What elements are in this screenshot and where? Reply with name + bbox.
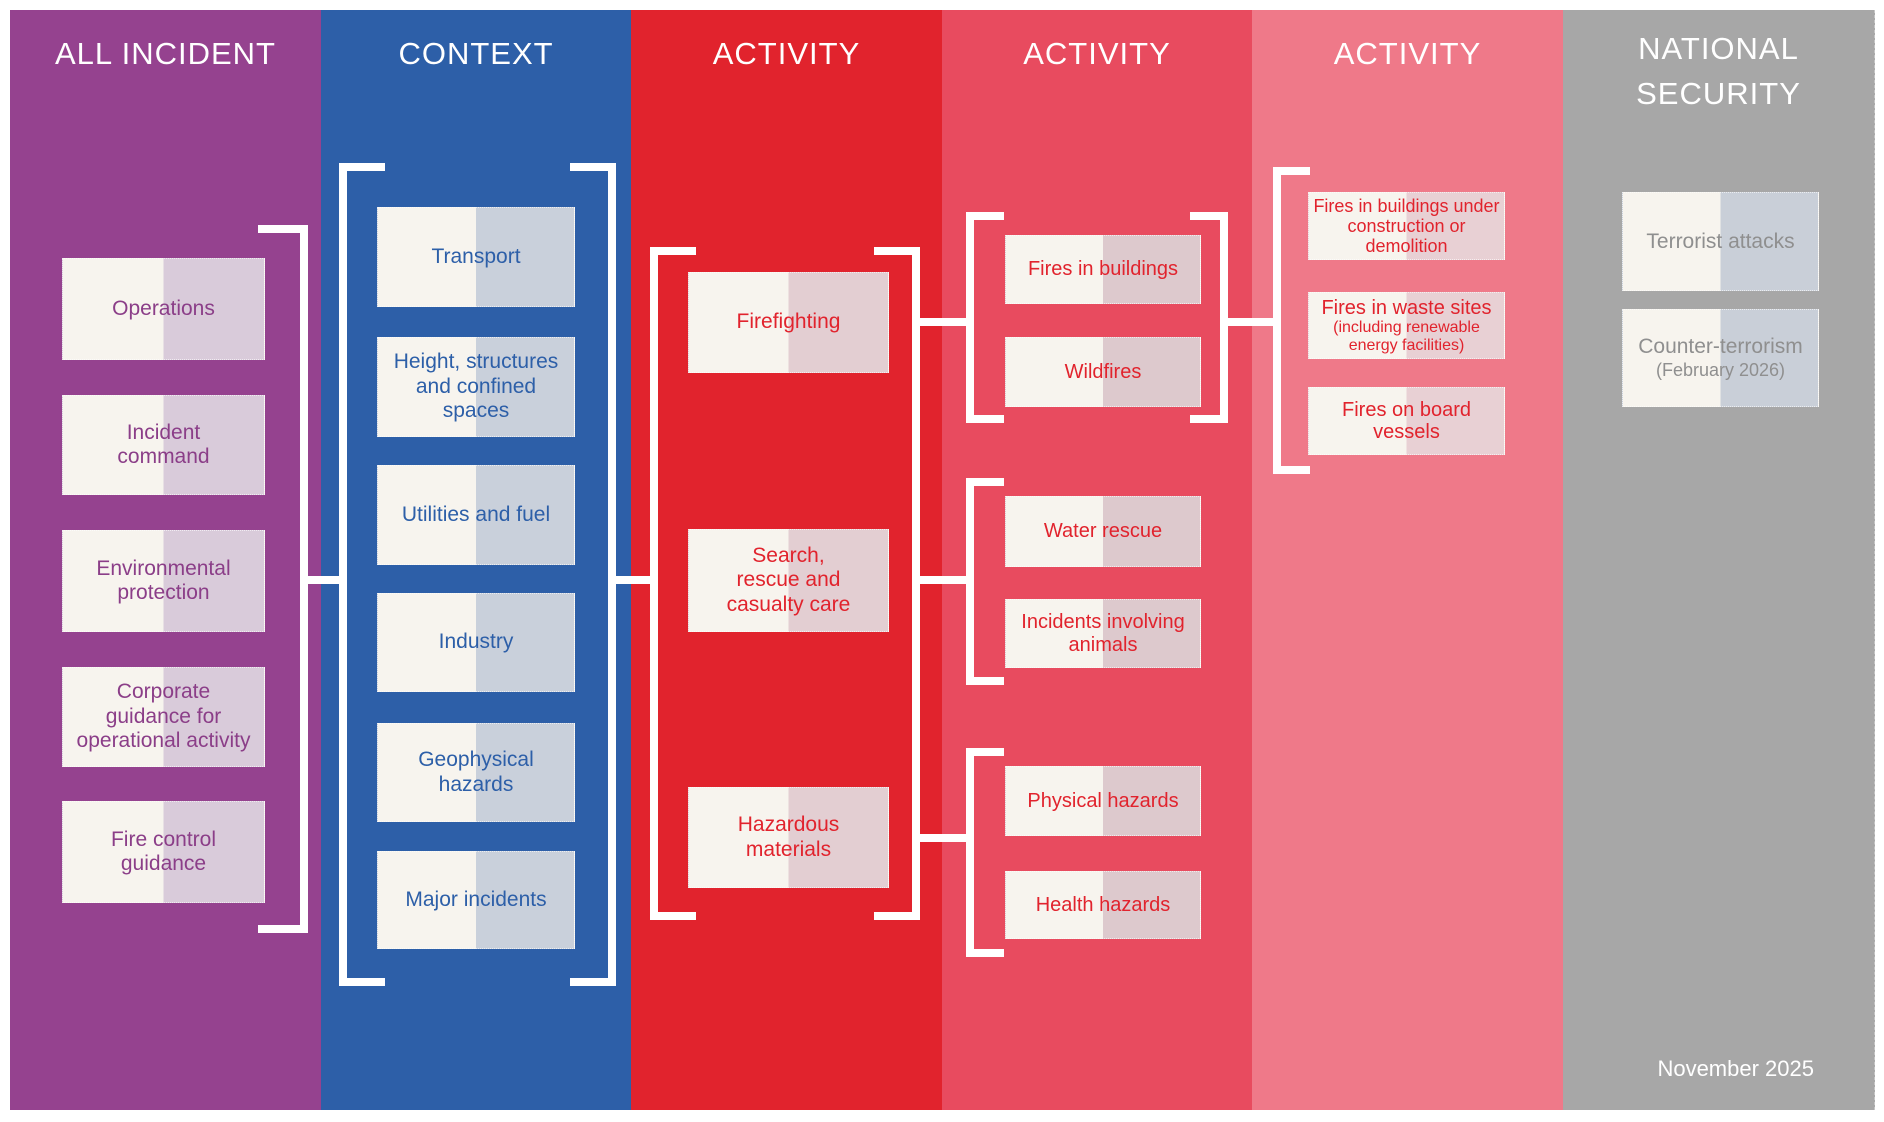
box-label: Geophysical hazards bbox=[418, 748, 534, 796]
box-search-rescue-casualty-care: Search, rescue and casualty care bbox=[688, 529, 889, 632]
box-label: Industry bbox=[438, 630, 514, 654]
box-wildfires: Wildfires bbox=[1005, 337, 1201, 407]
box-major-incidents: Major incidents bbox=[377, 851, 575, 949]
column-header-activity-detail: ACTIVITY bbox=[1333, 36, 1482, 71]
box-label: Hazardous materials bbox=[737, 813, 840, 861]
box-label: Fires on board vessels bbox=[1342, 399, 1471, 443]
box-counter-terrorism: Counter-terrorism (February 2026) bbox=[1622, 309, 1819, 407]
box-label: Incident command bbox=[117, 420, 210, 469]
box-health-hazards: Health hazards bbox=[1005, 871, 1201, 939]
box-label: Corporate guidance for operational activ… bbox=[76, 680, 251, 753]
box-label: Water rescue bbox=[1043, 520, 1163, 542]
box-hazardous-materials: Hazardous materials bbox=[688, 787, 889, 888]
box-label: Operations bbox=[112, 296, 215, 320]
bracket-fires-group-left bbox=[966, 212, 1004, 423]
box-label: Major incidents bbox=[405, 887, 547, 911]
box-incidents-involving-animals: Incidents involving animals bbox=[1005, 599, 1201, 668]
column-national-security: NATIONAL SECURITY bbox=[1563, 10, 1875, 1110]
box-label: Terrorist attacks bbox=[1646, 229, 1795, 253]
box-label: Fires in buildings under construction or… bbox=[1313, 196, 1500, 256]
box-label: Fires in buildings bbox=[1027, 258, 1179, 280]
box-operations: Operations bbox=[62, 258, 265, 360]
connector-context-activity bbox=[608, 576, 658, 584]
publication-date: November 2025 bbox=[1657, 1056, 1814, 1081]
box-label: Counter-terrorism bbox=[1638, 335, 1803, 358]
box-firefighting: Firefighting bbox=[688, 272, 889, 373]
box-label: Physical hazards bbox=[1027, 789, 1179, 812]
connector-firefighting-fires bbox=[912, 318, 974, 326]
box-label: Firefighting bbox=[736, 310, 841, 334]
bracket-context-right bbox=[570, 163, 616, 986]
box-label: Incidents involving animals bbox=[1021, 610, 1185, 656]
box-physical-hazards: Physical hazards bbox=[1005, 766, 1201, 836]
column-header-national-security: NATIONAL SECURITY bbox=[1636, 31, 1801, 111]
column-header-context: CONTEXT bbox=[398, 36, 554, 71]
connector-fires-detail bbox=[1220, 318, 1281, 326]
bracket-fires-group-right bbox=[1190, 212, 1228, 423]
box-sublabel: (including renewable energy facilities) bbox=[1333, 318, 1480, 354]
connector-all-incident-context bbox=[300, 576, 347, 584]
box-environmental-protection: Environmental protection bbox=[62, 530, 265, 632]
box-water-rescue: Water rescue bbox=[1005, 496, 1201, 567]
box-fires-in-waste-sites: Fires in waste sites (including renewabl… bbox=[1308, 292, 1505, 359]
box-incident-command: Incident command bbox=[62, 395, 265, 495]
box-fire-control-guidance: Fire control guidance bbox=[62, 801, 265, 903]
column-header-activity-sub: ACTIVITY bbox=[1023, 36, 1171, 71]
column-header-activity-core: ACTIVITY bbox=[712, 36, 861, 71]
box-fires-on-board-vessels: Fires on board vessels bbox=[1308, 387, 1505, 455]
box-fires-buildings-construction-demolition: Fires in buildings under construction or… bbox=[1308, 192, 1505, 260]
connector-hazmat-hazards bbox=[912, 834, 974, 842]
box-label: Environmental protection bbox=[96, 556, 231, 605]
box-label: Health hazards bbox=[1035, 893, 1171, 916]
box-label: Search, rescue and casualty care bbox=[726, 543, 851, 616]
box-label: Fire control guidance bbox=[110, 827, 217, 876]
box-utilities-and-fuel: Utilities and fuel bbox=[377, 465, 575, 565]
box-corporate-guidance: Corporate guidance for operational activ… bbox=[62, 667, 265, 767]
box-height-structures-confined-spaces: Height, structures and confined spaces bbox=[377, 337, 575, 437]
box-terrorist-attacks: Terrorist attacks bbox=[1622, 192, 1819, 291]
bracket-hazards-group bbox=[966, 748, 1004, 957]
box-sublabel: (February 2026) bbox=[1655, 360, 1786, 380]
connector-rescue-water bbox=[912, 576, 974, 584]
box-transport: Transport bbox=[377, 207, 575, 307]
box-label: Height, structures and confined spaces bbox=[393, 350, 559, 423]
box-fires-in-buildings: Fires in buildings bbox=[1005, 235, 1201, 304]
box-label: Transport bbox=[431, 244, 521, 268]
column-header-all-incident: ALL INCIDENT bbox=[54, 36, 276, 71]
box-industry: Industry bbox=[377, 593, 575, 692]
bracket-context-left bbox=[339, 163, 385, 986]
box-label: Utilities and fuel bbox=[401, 502, 551, 526]
box-label: Wildfires bbox=[1064, 360, 1142, 383]
box-geophysical-hazards: Geophysical hazards bbox=[377, 723, 575, 822]
box-label: Fires in waste sites bbox=[1321, 296, 1492, 319]
